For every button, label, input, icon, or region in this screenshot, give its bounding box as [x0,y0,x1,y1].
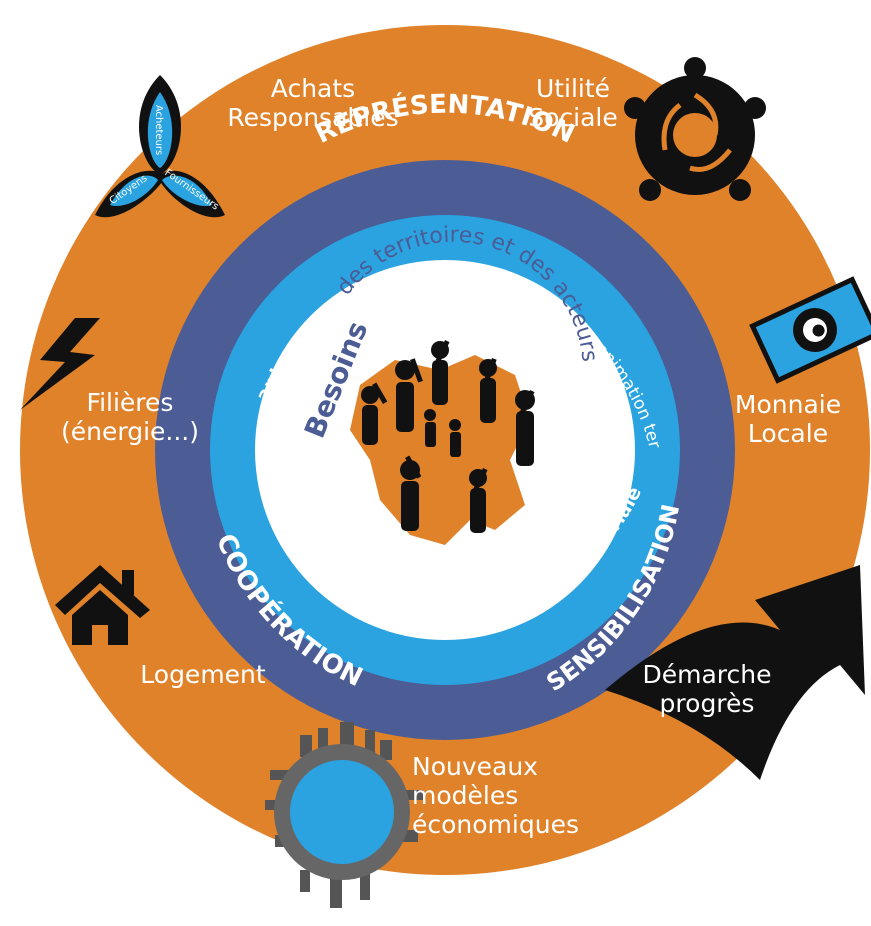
theme-achats-line-2: Responsables [227,103,399,132]
theme-nouveaux-line-3: économiques [412,810,579,839]
people-circle-icon [624,57,766,201]
theme-nouveaux-line-2: modèles [412,781,519,810]
people-territory-icon [350,340,535,545]
inner-top-separator: - [447,273,454,295]
theme-achats-label: Achats Responsables [218,74,408,132]
theme-logement-line-1: Logement [140,660,266,689]
flower-label-acheteurs: Acheteurs [153,105,164,155]
theme-monnaie-line-2: Locale [747,419,829,448]
theme-nouveaux-line-1: Nouveaux [412,752,538,781]
theme-demarche-line-1: Démarche [642,660,772,689]
theme-demarche-label: Démarche progrès [632,660,782,718]
theme-achats-line-1: Achats [270,74,356,103]
theme-logement-label: Logement [128,660,278,689]
upward-arrow-icon [605,565,865,780]
theme-filieres-line-2: (énergie...) [61,417,199,446]
inner-bottom-separator: - [447,597,454,619]
theme-filieres-line-1: Filières [86,388,174,417]
theme-utilite-line-2: Sociale [528,103,618,132]
banknote-icon [749,276,871,384]
theme-utilite-label: Utilité Sociale [518,74,628,132]
globe-city-icon [265,722,423,908]
theme-demarche-line-2: progrès [659,689,755,718]
lightning-icon [20,318,100,410]
theme-monnaie-line-1: Monnaie [734,390,842,419]
theme-filieres-label: Filières (énergie...) [60,388,200,446]
theme-monnaie-label: Monnaie Locale [728,390,848,448]
house-icon [55,565,150,645]
theme-utilite-line-1: Utilité [535,74,611,103]
theme-nouveaux-label: Nouveaux modèles économiques [412,752,592,839]
